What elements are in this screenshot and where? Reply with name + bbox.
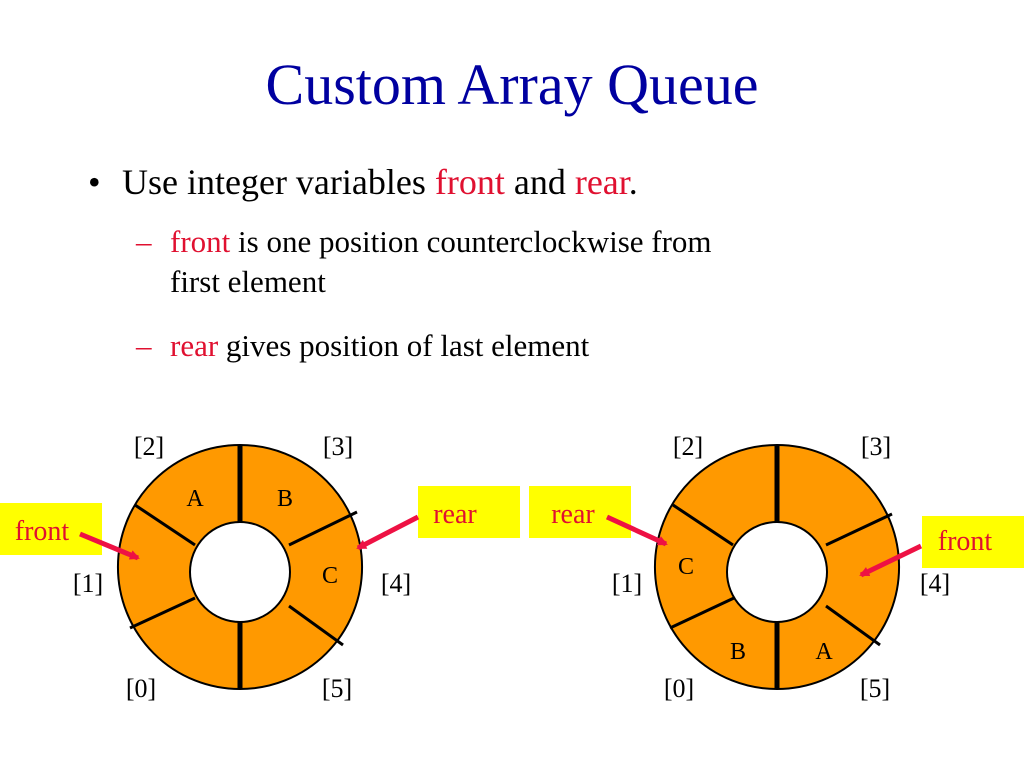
right-index-label: [1]	[612, 569, 642, 598]
left-slot-value: C	[322, 563, 338, 589]
right-index-label: [5]	[860, 674, 890, 703]
left-slot-divider	[134, 503, 196, 547]
left-index-label: [4]	[381, 569, 411, 598]
left-slot-value: A	[186, 486, 204, 512]
right-front-label: front	[938, 526, 993, 557]
right-front-label-box	[922, 516, 1024, 568]
right-rear-arrow	[605, 514, 668, 547]
right-index-label: [3]	[861, 432, 891, 461]
left-slot-divider	[129, 596, 196, 630]
page-title: Custom Array Queue	[265, 52, 759, 117]
bullet-front-keyword: front	[434, 162, 505, 202]
left-index-label: [5]	[322, 674, 352, 703]
left-slot-divider	[288, 510, 358, 547]
left-front-label-box	[0, 503, 102, 555]
left-rear-label-box	[418, 486, 520, 538]
right-slot-divider	[672, 503, 734, 547]
left-index-label: [3]	[323, 432, 353, 461]
sub-bullet-dash: –	[136, 224, 152, 259]
bullet-text-suffix: .	[628, 162, 638, 202]
sub-bullet-front-line2: first element	[170, 264, 326, 299]
right-rear-label-box	[529, 486, 631, 538]
sub-bullet-front: –front is one position counterclockwise …	[136, 222, 712, 302]
bullet-text-mid: and	[504, 162, 575, 202]
right-front-arrow	[859, 543, 923, 578]
right-slot-divider	[669, 596, 735, 630]
left-index-label: [2]	[134, 432, 164, 461]
right-index-label: [2]	[673, 432, 703, 461]
left-rear-arrow	[356, 514, 420, 551]
sub-bullet-front-text: is one position counterclockwise from	[230, 224, 712, 259]
main-bullet: • Use integer variables front and rear.	[88, 160, 638, 204]
sub-bullet-dash: –	[136, 328, 152, 363]
right-slot-value: B	[730, 639, 746, 665]
left-slot-value: B	[277, 486, 293, 512]
right-index-label: [0]	[664, 674, 694, 703]
right-circular-array: C B A [2] [3] [1] [4] [0] [5] rear front	[529, 432, 1024, 703]
left-index-label: [0]	[126, 674, 156, 703]
right-slot-divider	[825, 512, 893, 547]
left-slot-divider	[288, 604, 344, 647]
right-index-label: [4]	[920, 569, 950, 598]
sub-bullet-rear-keyword: rear	[170, 328, 219, 363]
sub-bullet-rear: –rear gives position of last element	[136, 326, 589, 366]
sub-bullet-rear-text: gives position of last element	[218, 328, 590, 363]
left-rear-label: rear	[433, 499, 477, 530]
left-index-label: [1]	[73, 569, 103, 598]
bullet-text-prefix: Use integer variables	[122, 162, 435, 202]
left-circular-array: A B C [2] [3] [1] [4] [0] [5] front rear	[0, 432, 520, 703]
right-slot-divider	[825, 604, 881, 647]
right-rear-label: rear	[551, 499, 595, 530]
left-front-label: front	[15, 516, 70, 547]
bullet-rear-keyword: rear	[574, 162, 629, 202]
sub-bullet-front-keyword: front	[170, 224, 231, 259]
right-slot-value: C	[678, 554, 694, 580]
bullet-dot: •	[88, 162, 101, 202]
left-front-arrow	[79, 531, 140, 561]
right-slot-value: A	[815, 639, 833, 665]
